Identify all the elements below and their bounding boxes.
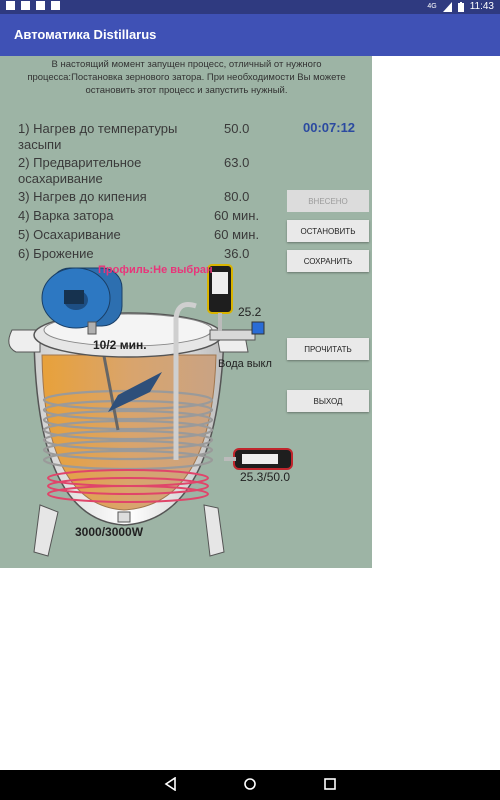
thermometer-bottom-icon (224, 448, 293, 470)
sd-card-icon (36, 1, 45, 10)
vessel-leg-left (33, 504, 59, 557)
mixer-blade (108, 372, 162, 412)
heater-power: 3000/3000W (75, 525, 144, 539)
process-message: В настоящий момент запущен процесс, отли… (27, 59, 346, 96)
network-type: 4G (427, 3, 437, 10)
step-value-1: 50.0 (224, 121, 250, 136)
process-timer: 00:07:12 (303, 120, 356, 135)
home-icon[interactable] (243, 777, 257, 791)
status-bar: 4G 11:43 (0, 0, 500, 14)
read-button[interactable]: ПРОЧИТАТЬ (287, 338, 369, 360)
stop-button[interactable]: ОСТАНОВИТЬ (287, 220, 369, 242)
step-label-2: 2) Предварительное осахаривание (18, 155, 142, 186)
coil-pipe-top (173, 302, 197, 319)
battery-icon (457, 1, 464, 12)
mixer-motor (41, 267, 123, 335)
thermometer-top-icon (207, 264, 233, 331)
step-value-6: 36.0 (224, 246, 250, 261)
exit-button[interactable]: ВЫХОД (287, 390, 369, 412)
clock: 11:43 (469, 1, 494, 12)
profile-label: Профиль:Не выбран (98, 264, 213, 276)
app-title: Автоматика Distillarus (14, 27, 157, 42)
step-label-4: 4) Варка затора (18, 208, 114, 223)
navigation-bar (0, 770, 500, 800)
step-label-6: 6) Брожение (18, 246, 94, 261)
notification-icon (21, 1, 30, 10)
distiller-vessel-illustration (8, 264, 293, 557)
top-temperature: 25.2 (238, 305, 262, 319)
step-label-5: 5) Осахаривание (18, 227, 121, 242)
save-button[interactable]: СОХРАНИТЬ (287, 250, 369, 272)
step-label-3: 3) Нагрев до кипения (18, 189, 147, 204)
back-icon[interactable] (164, 777, 178, 791)
entered-button[interactable]: ВНЕСЕНО (287, 190, 369, 212)
android-icon (51, 1, 60, 10)
step-value-2: 63.0 (224, 155, 250, 170)
drain-valve (117, 511, 131, 523)
app-bar: Автоматика Distillarus (0, 14, 500, 56)
vessel-handle-left (8, 329, 41, 353)
water-status: Вода выкл (218, 358, 272, 370)
water-valve (251, 321, 265, 335)
step-value-3: 80.0 (224, 189, 250, 204)
signal-icon (442, 1, 452, 12)
water-valve-pipe (209, 329, 256, 341)
recents-icon[interactable] (323, 777, 337, 791)
heating-element (47, 469, 209, 503)
vessel-leg-right (203, 504, 225, 557)
notification-icon (6, 1, 15, 10)
step-value-4: 60 мин. (214, 208, 260, 223)
step-label-1: 1) Нагрев до температуры засыпи (18, 121, 178, 152)
step-value-5: 60 мин. (214, 227, 260, 242)
bottom-temperature: 25.3/50.0 (240, 470, 291, 484)
mixer-status: 10/2 мин. (93, 338, 147, 352)
